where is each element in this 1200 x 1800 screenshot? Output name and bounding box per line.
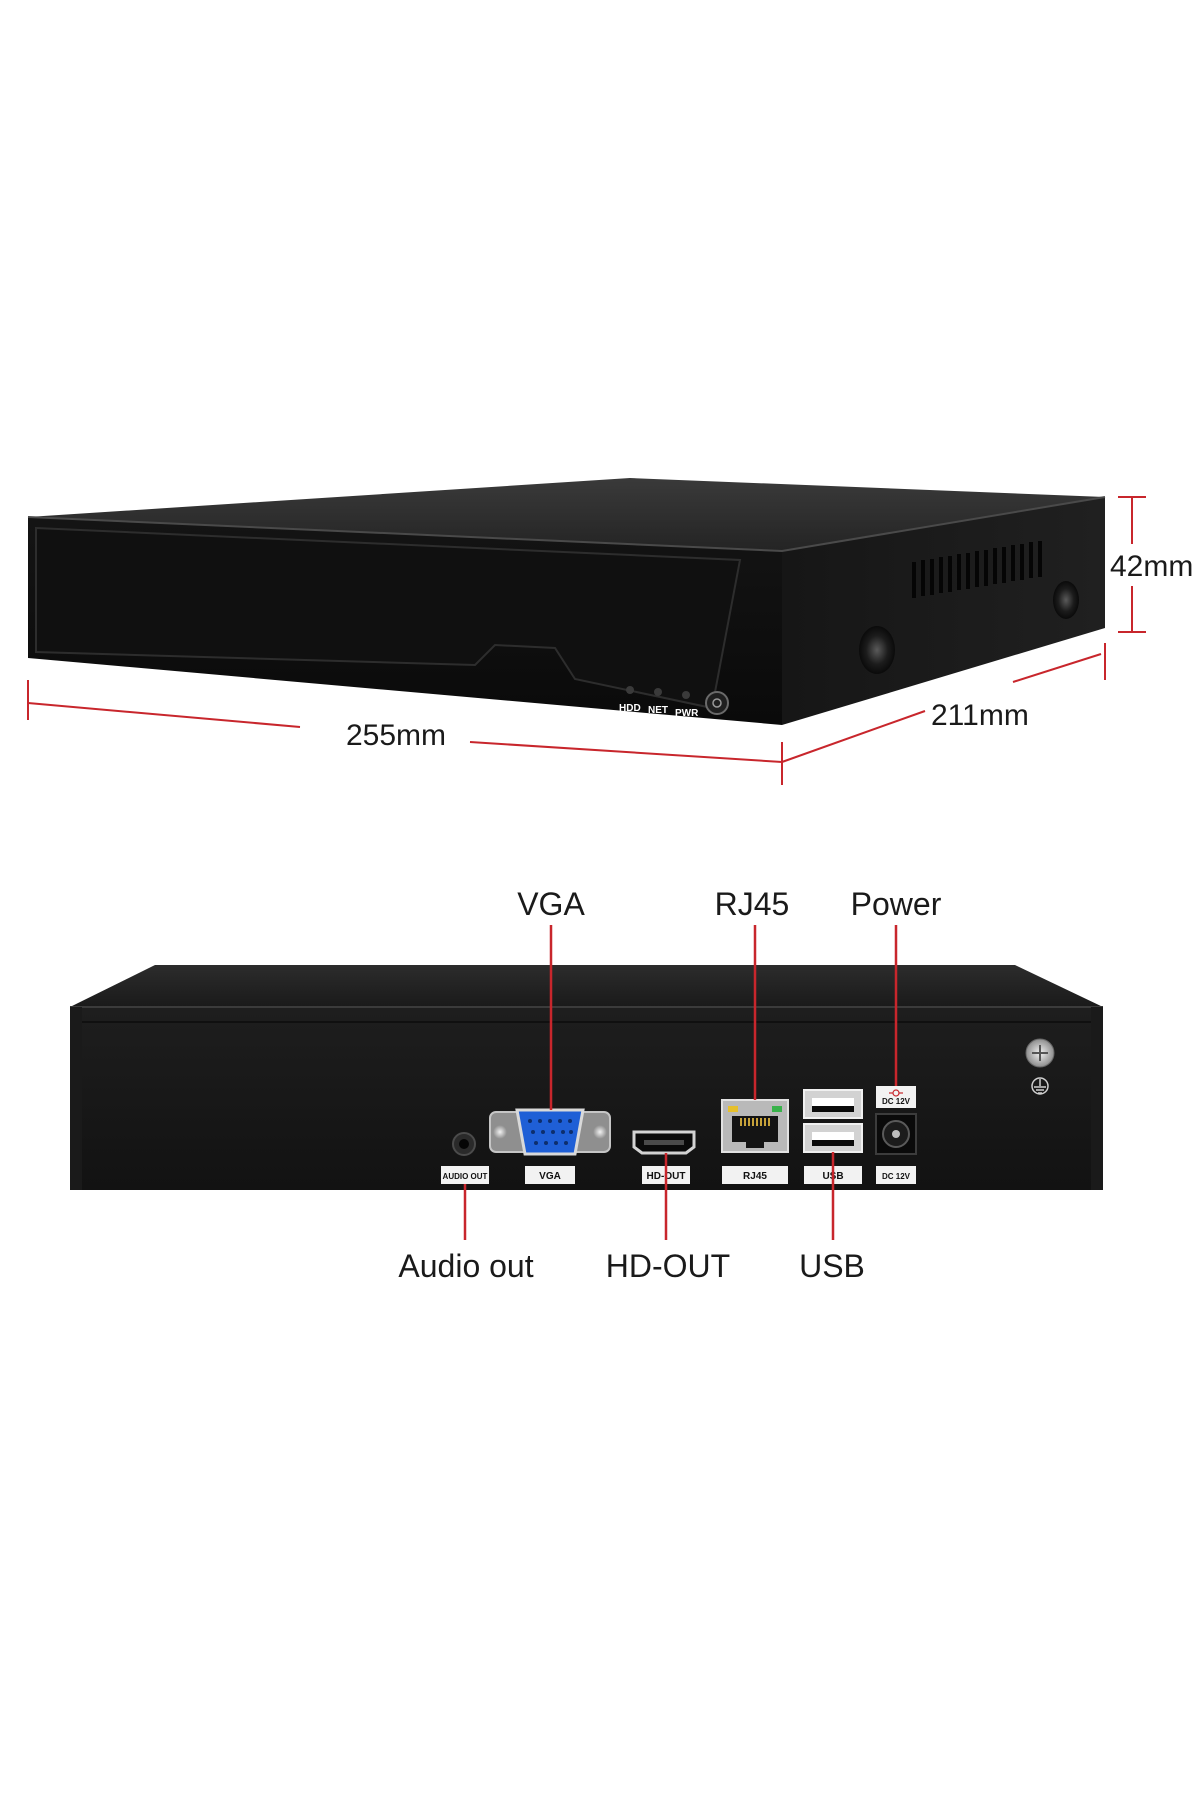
dimension-height <box>1118 496 1146 633</box>
rj45-port <box>721 1099 789 1153</box>
side-vents <box>912 541 1042 598</box>
nvr-front-view: HDD NET PWR <box>27 478 1106 725</box>
dimension-depth <box>781 643 1106 763</box>
led-pwr-label: PWR <box>675 708 699 719</box>
led-net <box>654 688 662 696</box>
tag-rj45 <box>722 1166 788 1184</box>
callout-rj45: RJ45 <box>715 886 790 922</box>
side-foot-front <box>859 626 895 674</box>
callout-hd-out: HD-OUT <box>606 1248 730 1284</box>
power-button <box>705 691 729 715</box>
led-hdd-label: HDD <box>619 703 641 714</box>
vga-screw-left <box>493 1125 507 1139</box>
tag-vga <box>525 1166 575 1184</box>
tag-dc-top-text: DC 12V <box>882 1097 911 1106</box>
callout-audio-out: Audio out <box>398 1248 533 1284</box>
side-foot-rear <box>1053 581 1079 619</box>
hd-out-port <box>632 1130 696 1155</box>
status-leds: HDD NET PWR <box>619 686 699 719</box>
tag-audio-out-text: AUDIO OUT <box>443 1172 488 1181</box>
tag-dc-top <box>876 1086 916 1108</box>
dimension-width-label: 255mm <box>346 719 446 752</box>
dc-polarity-icon <box>889 1089 903 1097</box>
chassis-top <box>28 478 1105 551</box>
tag-dc-bottom-text: DC 12V <box>882 1172 911 1181</box>
led-pwr <box>682 691 690 699</box>
dc-power-port <box>875 1113 917 1155</box>
led-hdd <box>626 686 634 694</box>
nvr-rear-view: AUDIO OUT VGA HD-OUT RJ45 USB DC 12V DC … <box>70 965 1103 1190</box>
dimension-height-label: 42mm <box>1110 550 1193 583</box>
chassis-right-side <box>782 497 1105 725</box>
tag-dc-bottom <box>876 1166 916 1184</box>
usb-ports <box>803 1089 863 1153</box>
rear-chassis-face <box>70 1007 1103 1190</box>
led-net-label: NET <box>648 705 668 716</box>
front-bezel-panel <box>35 526 742 710</box>
callout-lines <box>463 925 898 1240</box>
power-icon <box>712 698 722 708</box>
dimension-depth-label: 211mm <box>931 699 1029 732</box>
rear-chassis-top <box>70 965 1103 1007</box>
tag-rj45-text: RJ45 <box>743 1171 767 1182</box>
dimension-width <box>27 680 783 785</box>
tag-vga-text: VGA <box>539 1171 561 1182</box>
ground-icon <box>1031 1077 1049 1095</box>
ground-screw <box>1025 1038 1055 1095</box>
tag-audio-out <box>441 1166 489 1184</box>
callout-usb: USB <box>799 1248 865 1284</box>
callout-vga: VGA <box>517 886 585 922</box>
vga-screw-right <box>593 1125 607 1139</box>
callout-power: Power <box>851 886 942 922</box>
audio-out-port <box>452 1132 476 1156</box>
vga-port <box>489 1108 611 1156</box>
